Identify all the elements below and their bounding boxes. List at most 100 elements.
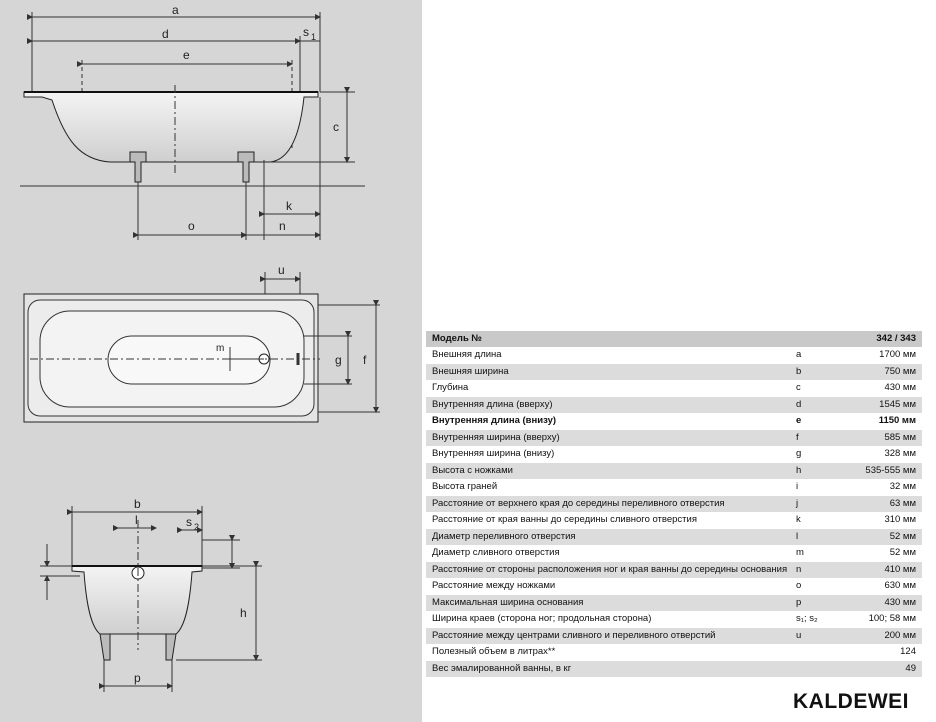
dim-label-e: e [183, 48, 190, 62]
row-label: Расстояние от верхнего края до середины … [432, 497, 725, 509]
dim-label-h: h [240, 606, 247, 620]
row-code: o [796, 580, 802, 591]
row-label: Высота граней [432, 481, 498, 492]
row-code: b [796, 365, 802, 377]
row-code: l [796, 530, 799, 542]
dim-label-s1-sub: 1 [311, 32, 316, 42]
table-row: Внешняя ширина b 750 мм [426, 363, 922, 380]
dim-label-d: d [162, 27, 169, 41]
table-row: Расстояние от стороны расположения ног и… [426, 561, 922, 578]
table-row: Внутренняя длина (вверху) d 1545 мм [426, 396, 922, 413]
technical-drawing-panel: a d s 1 e c k o n [0, 0, 422, 722]
table-row: Расстояние от края ванны до середины сли… [426, 512, 922, 529]
row-label: Расстояние от стороны расположения ног и… [432, 563, 788, 575]
dim-label-k: k [286, 199, 293, 213]
row-code: p [796, 596, 802, 608]
row-code: f [796, 431, 799, 443]
row-label: Внутренняя длина (вверху) [432, 398, 553, 410]
dim-label-l: l [135, 513, 138, 527]
row-label: Вес эмалированной ванны, в кг [432, 662, 572, 674]
row-label: Диаметр переливного отверстия [432, 530, 576, 542]
row-label: Расстояние между центрами сливного и пер… [432, 629, 716, 641]
row-value: 32 мм [889, 481, 916, 492]
row-value: 585 мм [884, 431, 916, 443]
table-row: Вес эмалированной ванны, в кг 49 [426, 660, 922, 677]
row-code: m [796, 547, 804, 558]
row-label: Высота с ножками [432, 464, 513, 476]
row-label: Расстояние между ножками [432, 580, 556, 591]
row-code: d [796, 398, 802, 410]
table-row: Внутренняя длина (внизу) e 1150 мм [426, 413, 922, 430]
table-row: Внешняя длина a 1700 мм [426, 347, 922, 364]
table-row: Внутренняя ширина (внизу) g 328 мм [426, 446, 922, 463]
row-label: Внешняя ширина [432, 365, 509, 377]
row-label: Максимальная ширина основания [432, 596, 584, 608]
dim-label-o: o [188, 219, 195, 233]
dim-label-a: a [172, 3, 179, 17]
dim-label-p: p [134, 671, 141, 685]
row-code: i [796, 481, 799, 492]
row-code: n [796, 563, 802, 575]
dim-label-f: f [363, 353, 367, 367]
row-value: 1700 мм [879, 349, 916, 360]
row-code: s₁; s₂ [796, 613, 818, 624]
technical-drawing: a d s 1 e c k o n [20, 3, 380, 692]
row-code: g [796, 448, 802, 459]
row-value: 535-555 мм [865, 464, 916, 476]
spec-table: Модель № 342 / 343 Внешняя длина a 1700 мм… [426, 331, 922, 677]
row-value: 310 мм [884, 514, 916, 525]
row-label: Внутренняя ширина (внизу) [432, 448, 555, 459]
table-row: Расстояние между центрами сливного и пер… [426, 627, 922, 644]
row-code: e [796, 415, 802, 426]
table-row: Максимальная ширина основания p 430 мм [426, 594, 922, 611]
row-value: 124 [900, 646, 916, 657]
row-value: 49 [905, 662, 916, 674]
spec-table-body: Внешняя длина a 1700 мм Внешняя ширина b 750 … [426, 347, 922, 677]
dim-label-s2: s [186, 515, 192, 529]
header-value: 342 / 343 [876, 332, 916, 344]
kaldewei-logo: KALDEWEI [793, 690, 909, 713]
spec-table-header: Модель № 342 / 343 [426, 331, 922, 347]
dim-label-m: m [216, 343, 224, 354]
row-value: 410 мм [884, 563, 916, 575]
row-value: 430 мм [884, 382, 916, 393]
row-value: 52 мм [889, 530, 916, 542]
row-label: Внутренняя длина (внизу) [432, 415, 557, 426]
row-label: Глубина [432, 382, 469, 393]
row-code: a [796, 349, 802, 360]
top-view [23, 272, 380, 423]
row-label: Внешняя длина [432, 349, 502, 360]
table-row: Диаметр переливного отверстия l 52 мм [426, 528, 922, 545]
table-row: Расстояние от верхнего края до середины … [426, 495, 922, 512]
row-label: Ширина краев (сторона ног; продольная ст… [432, 613, 652, 624]
dim-label-s2-sub: 2 [194, 522, 199, 532]
row-value: 200 мм [884, 629, 916, 641]
dim-label-g: g [335, 353, 342, 367]
row-value: 630 мм [884, 580, 916, 591]
row-value: 100; 58 мм [868, 613, 916, 624]
table-row: Полезный объем в литрах** 124 [426, 644, 922, 661]
row-label: Расстояние от края ванны до середины сли… [432, 514, 697, 525]
row-value: 430 мм [884, 596, 916, 608]
row-value: 328 мм [884, 448, 916, 459]
dim-label-u: u [278, 263, 285, 277]
dim-label-s1: s [303, 25, 309, 39]
row-value: 750 мм [884, 365, 916, 377]
row-value: 63 мм [889, 497, 916, 509]
row-code: k [796, 514, 801, 525]
row-value: 1545 мм [879, 398, 916, 410]
row-label: Полезный объем в литрах** [432, 646, 556, 657]
end-view [40, 506, 262, 692]
dim-label-c: c [333, 120, 339, 134]
row-code: u [796, 629, 802, 641]
table-row: Высота граней i 32 мм [426, 479, 922, 496]
table-row: Расстояние между ножками o 630 мм [426, 578, 922, 595]
row-label: Диаметр сливного отверстия [432, 547, 560, 558]
row-value: 1150 мм [878, 415, 916, 426]
dim-label-n: n [279, 219, 286, 233]
dim-label-b: b [134, 497, 141, 511]
